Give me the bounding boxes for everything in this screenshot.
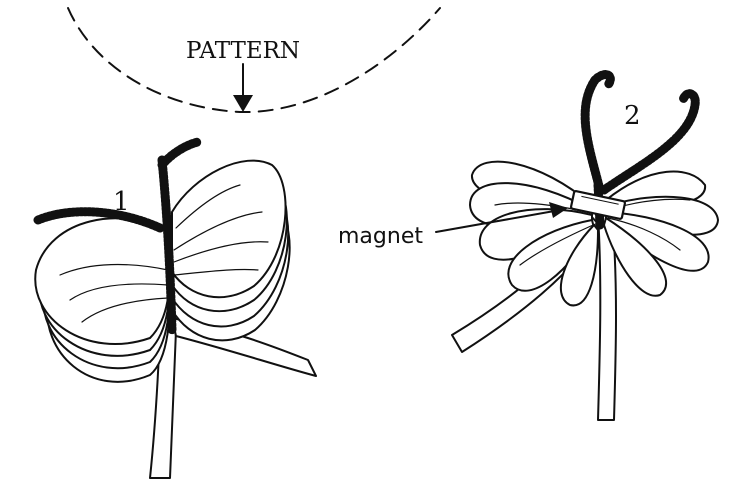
butterfly-1 (35, 142, 316, 478)
butterfly-2 (452, 75, 718, 420)
pattern-arrow (233, 64, 253, 112)
pattern-label: PATTERN (186, 38, 300, 64)
step-2-label: 2 (624, 101, 641, 131)
magnet-label: magnet (338, 224, 423, 249)
step-1-label: 1 (113, 187, 130, 217)
